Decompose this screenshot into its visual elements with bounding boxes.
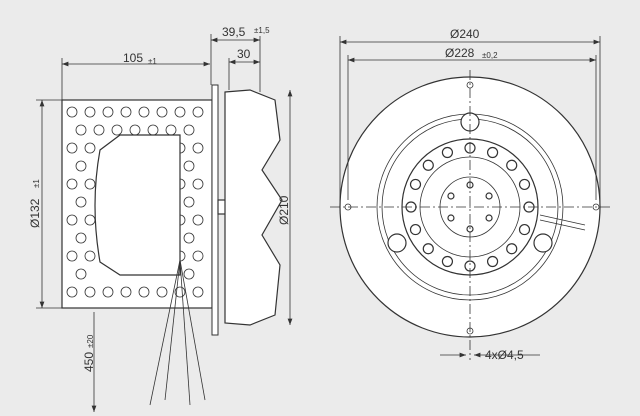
perforation-hole bbox=[156, 286, 168, 298]
motor-hole bbox=[518, 223, 531, 236]
side-view bbox=[61, 84, 283, 406]
mount-screw bbox=[533, 233, 553, 253]
impeller bbox=[224, 89, 283, 326]
motor-hole bbox=[422, 159, 434, 171]
perforation-hole bbox=[66, 286, 78, 298]
perforation-hole bbox=[183, 160, 195, 172]
motor-hole bbox=[506, 243, 518, 255]
perforation-hole bbox=[183, 268, 195, 280]
perforation-hole bbox=[66, 142, 78, 154]
motor-hole bbox=[441, 255, 454, 268]
side-dimensions bbox=[36, 34, 293, 412]
motor-rotor bbox=[94, 134, 181, 276]
motor-hole bbox=[441, 146, 454, 159]
hub-hole bbox=[485, 214, 493, 222]
dim-holes: 4xØ4,5 bbox=[485, 348, 524, 362]
perforation-hole bbox=[75, 232, 87, 244]
perforation-hole bbox=[183, 124, 195, 136]
hub-hole bbox=[447, 192, 455, 200]
perforation-hole bbox=[156, 106, 168, 118]
motor-hole bbox=[518, 178, 531, 191]
perforation-hole bbox=[75, 268, 87, 280]
dim-228: Ø228 bbox=[445, 46, 475, 60]
perforation-hole bbox=[192, 142, 204, 154]
dim-210: Ø210 bbox=[277, 195, 291, 225]
perforation-hole bbox=[192, 250, 204, 262]
perforation-hole bbox=[192, 106, 204, 118]
perforation-hole bbox=[120, 286, 132, 298]
perforation-hole bbox=[93, 124, 105, 136]
dim-132-tol: ±1 bbox=[32, 179, 41, 188]
perforation-hole bbox=[111, 124, 123, 136]
perforation-hole bbox=[84, 142, 96, 154]
perforation-hole bbox=[84, 178, 96, 190]
perforation-hole bbox=[174, 286, 186, 298]
dim-450: 450 bbox=[82, 352, 96, 372]
motor-hole bbox=[409, 178, 422, 191]
perforation-hole bbox=[102, 106, 114, 118]
motor-hole bbox=[486, 146, 499, 159]
perforation-hole bbox=[84, 106, 96, 118]
dim-30: 30 bbox=[237, 47, 251, 61]
perforation-hole bbox=[75, 196, 87, 208]
dim-105-tol: ±1 bbox=[148, 57, 157, 66]
perforation-hole bbox=[120, 106, 132, 118]
perforation-hole bbox=[75, 160, 87, 172]
motor-hole bbox=[422, 243, 434, 255]
dim-105: 105 bbox=[123, 51, 143, 65]
perforation-hole bbox=[102, 286, 114, 298]
perforation-hole bbox=[84, 286, 96, 298]
perforation-hole bbox=[75, 124, 87, 136]
perforation-hole bbox=[66, 250, 78, 262]
dim-450-tol: ±20 bbox=[86, 334, 95, 348]
motor-hole bbox=[506, 159, 518, 171]
hub-hole bbox=[447, 214, 455, 222]
perforation-hole bbox=[183, 196, 195, 208]
perforation-hole bbox=[192, 214, 204, 226]
mounting-flange bbox=[211, 84, 219, 336]
perforation-hole bbox=[138, 106, 150, 118]
perforation-hole bbox=[66, 106, 78, 118]
perforation-hole bbox=[138, 286, 150, 298]
motor-hole bbox=[486, 255, 499, 268]
perforation-hole bbox=[174, 106, 186, 118]
front-view bbox=[330, 70, 610, 360]
dim-240: Ø240 bbox=[450, 27, 480, 41]
dim-132: Ø132 bbox=[28, 198, 42, 228]
perforation-hole bbox=[183, 232, 195, 244]
perforation-hole bbox=[84, 250, 96, 262]
front-dimensions bbox=[339, 36, 601, 358]
motor-hole bbox=[409, 223, 422, 236]
mount-screw bbox=[387, 233, 407, 253]
perforation-hole bbox=[66, 214, 78, 226]
perforation-hole bbox=[192, 286, 204, 298]
dim-228-tol: ±0,2 bbox=[482, 51, 498, 60]
dim-39-5-tol: ±1,5 bbox=[254, 26, 270, 35]
perforation-hole bbox=[192, 178, 204, 190]
perforation-hole bbox=[66, 178, 78, 190]
dim-39-5: 39,5 bbox=[222, 25, 246, 39]
hub-hole bbox=[485, 192, 493, 200]
